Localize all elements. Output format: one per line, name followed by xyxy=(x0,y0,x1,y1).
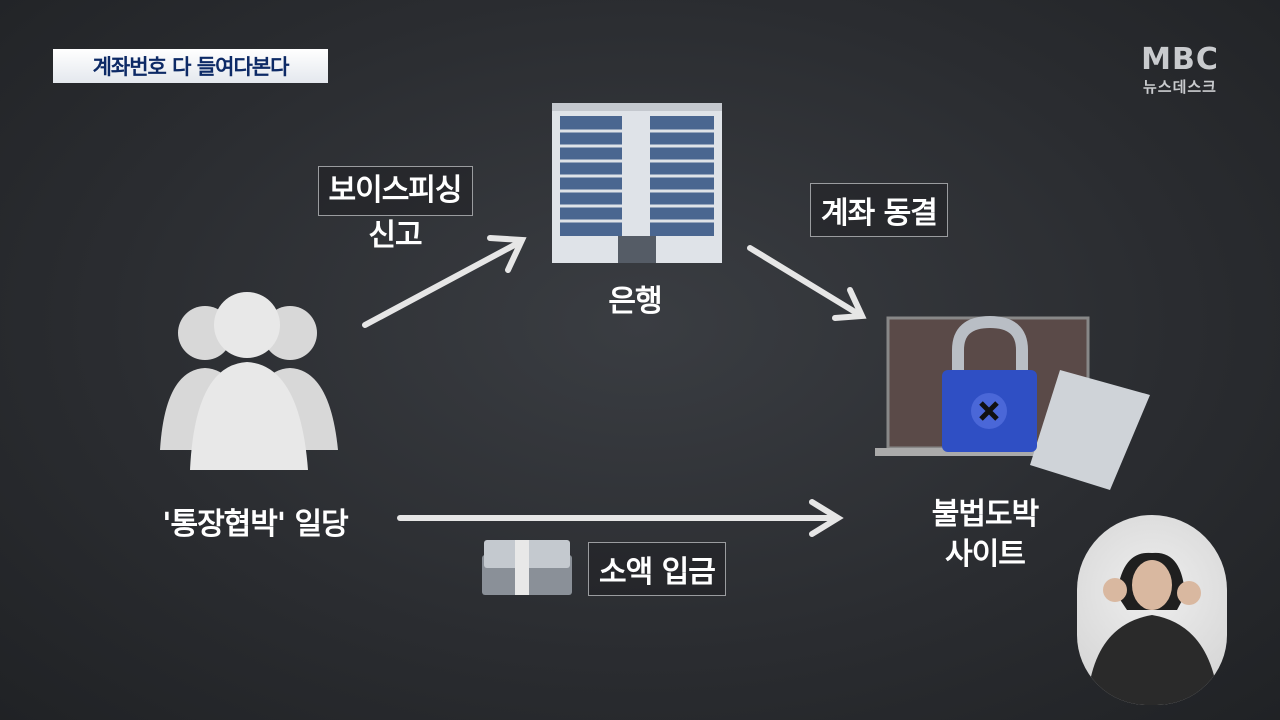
cash-bundle-icon xyxy=(482,540,572,595)
headline-caption: 계좌번호 다 들여다본다 xyxy=(53,49,328,83)
bank-building-icon xyxy=(552,103,722,263)
account-freeze-label: 계좌 동결 xyxy=(810,183,948,237)
padlock-icon xyxy=(942,315,1037,452)
mbc-logo: MBC 뉴스데스크 xyxy=(1130,44,1230,97)
small-deposit-label: 소액 입금 xyxy=(588,542,726,596)
people-group-icon xyxy=(160,292,338,470)
gang-label: '통장협박' 일당 xyxy=(162,507,348,542)
logo-program: 뉴스데스크 xyxy=(1142,78,1217,96)
edge-report-label: 보이스피싱 신고 xyxy=(290,166,500,256)
documents-icon xyxy=(1030,370,1150,490)
arrow-freeze xyxy=(747,245,863,318)
logo-brand: MBC xyxy=(1141,42,1219,77)
site-line1: 불법도박 xyxy=(931,497,1039,532)
sign-language-interpreter xyxy=(1077,515,1227,705)
arrow-report xyxy=(362,239,523,328)
bank-label: 은행 xyxy=(608,284,662,319)
site-line2: 사이트 xyxy=(945,537,1026,572)
arrows xyxy=(362,235,867,537)
report-text: 신고 xyxy=(368,218,422,253)
voice-phishing-box: 보이스피싱 xyxy=(317,166,473,216)
gambling-site-label: 불법도박 사이트 xyxy=(900,495,1070,575)
